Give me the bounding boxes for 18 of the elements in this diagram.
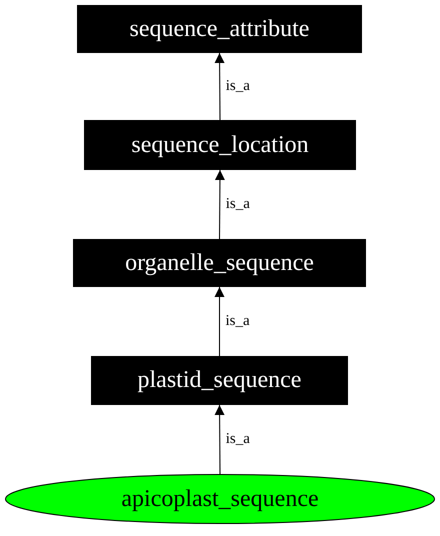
node-label: organelle_sequence bbox=[125, 250, 314, 276]
edge-label: is_a bbox=[224, 312, 251, 328]
arrow bbox=[214, 404, 225, 474]
arrow bbox=[214, 286, 224, 356]
term-box bbox=[77, 5, 362, 53]
term-box bbox=[73, 239, 366, 287]
node-label: apicoplast_sequence bbox=[121, 486, 319, 512]
node-label: sequence_location bbox=[131, 132, 309, 158]
edge-label: is_a bbox=[224, 78, 251, 94]
node-label: plastid_sequence bbox=[138, 367, 302, 394]
term-box bbox=[84, 120, 356, 170]
term-box bbox=[91, 356, 348, 405]
arrow bbox=[214, 52, 225, 120]
node-label: sequence_attribute bbox=[130, 16, 310, 42]
edge-label: is_a bbox=[224, 430, 251, 446]
arrow bbox=[214, 170, 225, 240]
ellipse-node bbox=[5, 474, 435, 524]
edge-label: is_a bbox=[224, 196, 251, 212]
